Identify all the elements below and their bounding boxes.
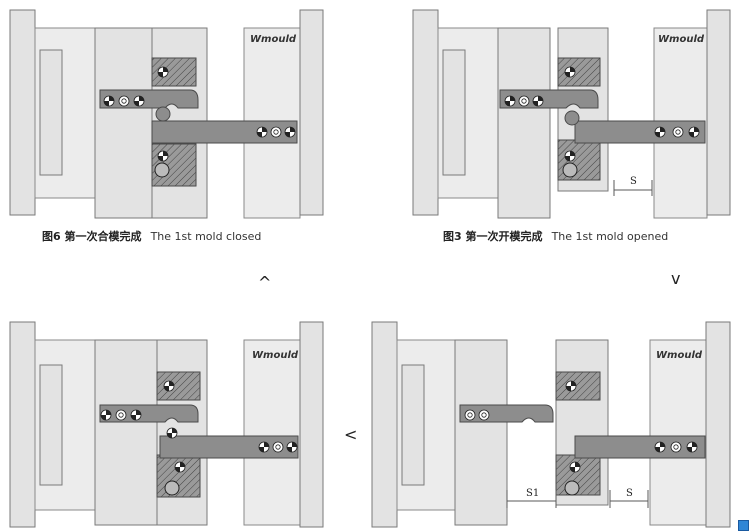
dim-label-s: S (630, 176, 637, 187)
corner-button[interactable] (738, 520, 749, 531)
figure-4: S1 S Wmould (371, 321, 731, 528)
figure-3-opened: S Wmould (412, 9, 731, 219)
figure-5: Wmould (9, 321, 324, 528)
flow-arrow-left: < (344, 425, 357, 444)
caption-fig6: 图6 第一次合模完成 The 1st mold closed (42, 225, 261, 244)
brand-logo: Wmould (658, 34, 705, 45)
figure-6-closed: Wmould (9, 9, 324, 219)
dim-label-s1: S1 (526, 488, 539, 499)
brand-logo: Wmould (252, 350, 299, 361)
brand-logo: Wmould (656, 350, 703, 361)
dim-label-s: S (626, 488, 633, 499)
flow-arrow-down: v (671, 269, 680, 288)
flow-arrow-up: ^ (258, 273, 271, 292)
caption-fig3: 图3 第一次开模完成 The 1st mold opened (443, 225, 668, 244)
brand-logo: Wmould (250, 34, 297, 45)
